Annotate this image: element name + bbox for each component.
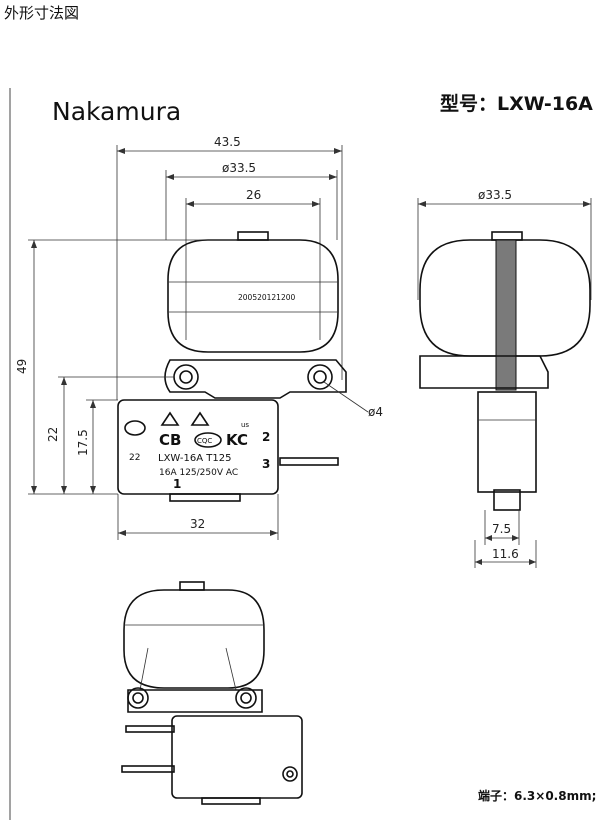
switch-knob [237, 231, 269, 241]
dim-width-inner: 26 [246, 188, 261, 202]
bottom-body [123, 589, 265, 689]
bottom-hole-left [127, 687, 149, 709]
pin-1: 1 [173, 477, 181, 491]
bottom-hole-right [235, 687, 257, 709]
terminal-bottom [169, 493, 241, 502]
dim-dia-outer: ø33.5 [222, 161, 256, 175]
mark-cb: CB [159, 431, 181, 449]
mark-us: us [241, 421, 249, 429]
pin-2: 2 [262, 430, 270, 444]
mount-hole-right [307, 364, 333, 390]
side-terminal [493, 489, 521, 511]
dim-side-w1: 7.5 [492, 522, 511, 536]
side-view: ø33.5 7.5 11.6 [417, 188, 592, 568]
bottom-flange [127, 689, 263, 713]
dim-side-dia: ø33.5 [478, 188, 512, 202]
logo-mark [124, 420, 146, 436]
side-micro-switch [477, 391, 537, 493]
mark-rating-line: 16A 125/250V AC [159, 468, 238, 478]
dim-height-total: 49 [15, 359, 29, 374]
side-center-shaft [495, 239, 517, 391]
model-label: 型号：LXW-16A [440, 92, 593, 115]
dim-height-low: 17.5 [76, 429, 90, 456]
pin-3: 3 [262, 457, 270, 471]
side-body [419, 239, 591, 357]
terminal-right [279, 457, 339, 466]
dim-hole-dia: ø4 [368, 405, 383, 419]
mark-code22: 22 [129, 453, 140, 463]
triangle-mark-2 [190, 411, 210, 426]
mark-model-line: LXW-16A T125 [158, 453, 231, 464]
dim-height-mid: 22 [46, 427, 60, 442]
front-view: 43.5 ø33.5 26 200520121200 [15, 135, 383, 540]
mark-cqc: CQC [197, 437, 212, 445]
mounting-flange [164, 359, 347, 399]
dim-width-total: 43.5 [214, 135, 241, 149]
bottom-micro-switch [171, 715, 303, 799]
bottom-view [121, 581, 303, 805]
mount-hole-left [173, 364, 199, 390]
bottom-rivet [282, 766, 298, 782]
date-code: 200520121200 [238, 293, 295, 302]
bottom-terminal-left [121, 765, 175, 773]
triangle-mark [160, 411, 180, 426]
dim-base-width: 32 [190, 517, 205, 531]
mark-kc: KC [226, 431, 248, 449]
terminal-note: 端子：6.3×0.8mm; [478, 788, 596, 803]
side-knob [491, 231, 523, 241]
bottom-terminal-top [125, 725, 175, 733]
micro-switch-body [117, 399, 279, 495]
page-title: 外形寸法図 [4, 4, 80, 22]
cqc-mark [194, 432, 222, 448]
dim-side-w2: 11.6 [492, 547, 519, 561]
side-flange [419, 355, 549, 389]
bottom-terminal-bottom [201, 797, 261, 805]
bottom-knob [179, 581, 205, 591]
brand-label: Nakamura [52, 97, 181, 126]
